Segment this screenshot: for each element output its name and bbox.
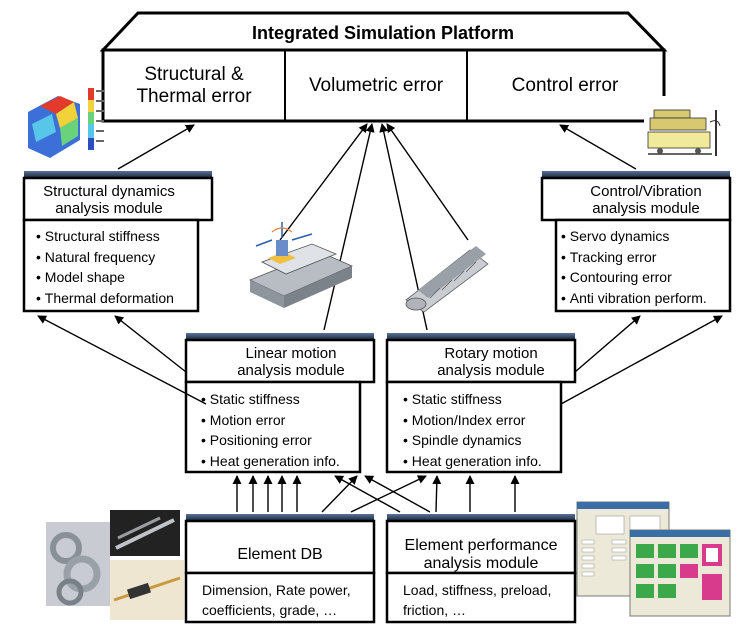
list-item: Servo dynamics [561,226,707,247]
linear-title-box [184,338,376,384]
control-item-list: Servo dynamics Tracking error Contouring… [561,226,707,308]
linear-header-bar [186,333,374,340]
arrow [386,123,469,241]
arrow [323,123,375,331]
arrow [37,315,207,405]
arrow [574,315,641,373]
software-screenshots-image [576,501,731,617]
rotary-title-box [385,338,577,384]
list-item: Structural stiffness [36,226,174,247]
arrow [559,124,637,170]
structural-header-bar [24,171,212,178]
control-module-title: Control/Vibration analysis module [590,183,702,217]
list-item: Model shape [36,267,174,288]
platform-cell-structural-thermal: Structural & Thermal error [136,64,252,107]
spindle-image [405,246,489,313]
list-item: Natural frequency [36,247,174,268]
linear-item-list: Static stiffness Motion error Positionin… [201,389,340,471]
list-item: Motion error [201,410,340,431]
elementperf-title-box [385,519,577,575]
arrow [432,475,442,513]
fem-thermal-model-image [28,88,104,158]
arrow [117,124,195,170]
arrow [364,475,431,513]
arrow [321,475,358,513]
linear-stage-image [248,222,353,308]
platform-cell-volumetric: Volumetric error [308,75,444,96]
control-title-box [540,176,732,222]
arrow [334,475,401,513]
control-header-bar [542,171,730,178]
control-schematic-image [644,96,746,166]
platform-cell-control: Control error [511,75,619,96]
arrow [279,123,368,241]
linear-module-title: Linear motion analysis module [237,345,345,379]
element-db-title: Element DB [237,546,323,563]
list-item: Heat generation info. [201,451,340,472]
element-perf-text: Load, stiffness, preload, friction, … [403,582,552,618]
list-item: Heat generation info. [403,451,542,472]
list-item: Spindle dynamics [403,430,542,451]
platform-title: Integrated Simulation Platform [251,23,515,43]
rotary-module-title: Rotary motion analysis module [437,345,545,379]
list-item: Static stiffness [403,389,542,410]
arrow [114,315,187,373]
list-item: Positioning error [201,430,340,451]
elementperf-body-box [385,571,577,624]
elementdb-title-box [184,519,376,575]
structural-item-list: Structural stiffness Natural frequency M… [36,226,174,308]
platform-box [101,48,666,123]
arrow [560,315,723,405]
rotary-header-bar [387,333,575,340]
bearings-image [46,510,184,620]
element-perf-title: Element performance analysis module [404,537,558,572]
list-item: Static stiffness [201,389,340,410]
list-item: Contouring error [561,267,707,288]
arrow [350,475,427,513]
list-item: Tracking error [561,247,707,268]
elementperf-header-bar [387,514,575,521]
structural-module-title: Structural dynamics analysis module [43,183,175,217]
elementdb-header-bar [186,514,374,521]
list-item: Motion/Index error [403,410,542,431]
list-item: Anti vibration perform. [561,288,707,309]
arrows [37,123,723,513]
elementdb-body-box [184,571,376,624]
element-db-text: Dimension, Rate power, coefficients, gra… [202,582,351,618]
list-item: Thermal deformation [36,288,174,309]
rotary-item-list: Static stiffness Motion/Index error Spin… [403,389,542,471]
